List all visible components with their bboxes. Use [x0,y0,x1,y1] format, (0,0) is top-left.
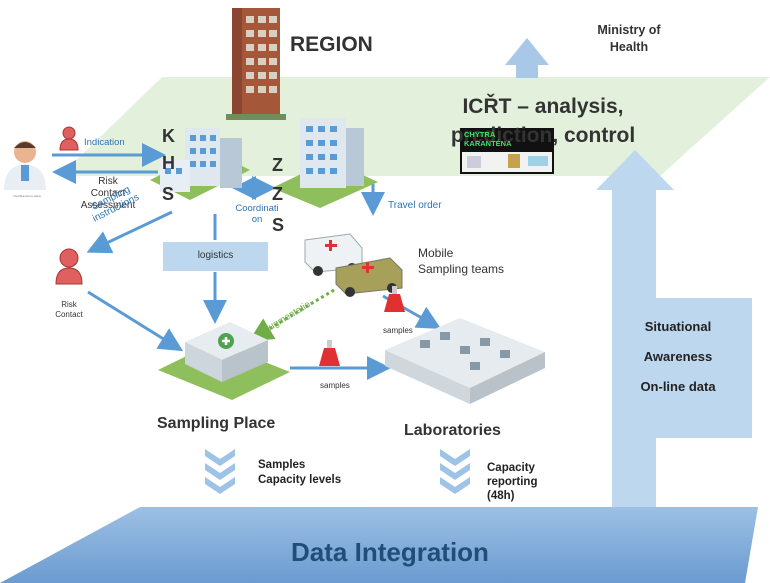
flask-icon [384,286,405,312]
doctor-caption: Ошибка всего мира [13,194,41,198]
samples-capacity-label: Samples Capacity levels [258,459,342,486]
data-integration-title: Data Integration [291,537,489,567]
region-title: REGION [290,33,373,56]
sampling-place-icon [158,322,290,400]
tower-icon [226,8,286,120]
khs-letter-h: H [162,153,175,173]
zzs-letter-s: S [272,215,285,235]
laboratory-icon [385,318,545,404]
building-icon [150,128,250,200]
risk-contact-label: Risk Contact [55,300,83,319]
ministry-arrow [505,38,549,78]
samples-label-mobile: samples [383,326,413,335]
logistics-box [163,242,268,271]
chevrons-sampling [205,449,235,494]
arrow-sampling-instructions [86,210,173,254]
icrt-label: ICŘT – analysis, prediction, control [450,95,636,147]
capacity-reporting-label: Capacity reporting (48h) [487,462,538,502]
flask-icon [319,340,340,366]
indication-label: Indication [84,137,125,148]
person-icon [55,248,83,285]
coordination-label: Coordinati on [235,203,279,225]
khs-letter-s: S [162,184,175,204]
travel-order-label: Travel order [388,200,442,211]
logistics-label: logistics [197,250,234,261]
samples-label-place: samples [320,381,350,390]
chytra-karantena-badge [460,128,554,174]
laboratories-title: Laboratories [404,422,501,439]
situational-arrow [596,150,752,540]
ministry-label: Ministry of Health [597,23,661,54]
khs-letter-k: K [162,126,175,146]
badge-title: CHYTRÁ KARANTÉNA [464,130,512,148]
doctor-icon [4,141,46,190]
zzs-letter-z1: Z [272,155,283,175]
data-integration-platform [0,507,758,583]
arrow-contact-sampling [87,290,184,352]
zzs-letter-z2: Z [272,184,283,204]
chevrons-labs [440,449,470,494]
hospital-icon [272,118,378,208]
person-icon [59,126,79,151]
risk-assessment-label: Risk Contact Assessment [80,176,136,211]
mobile-teams-label: Mobile Sampling teams [418,246,505,276]
situational-awareness-label: Situational Awareness On-line data [640,319,716,394]
sampling-place-title: Sampling Place [157,415,276,432]
